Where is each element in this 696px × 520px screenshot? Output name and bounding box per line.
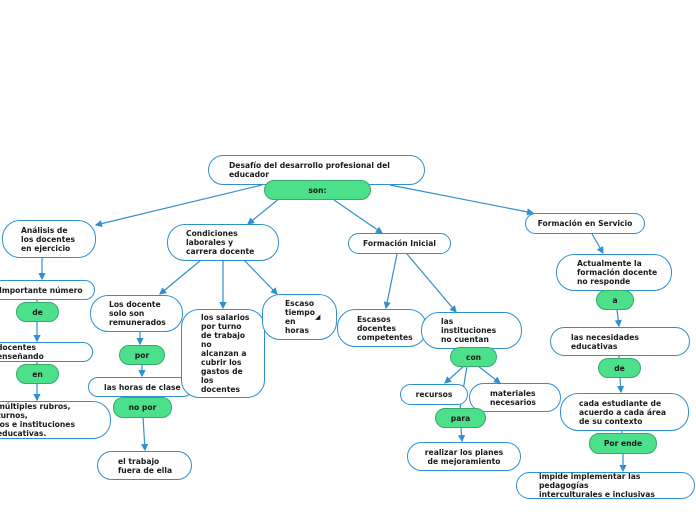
connector-para[interactable]: para (435, 408, 486, 428)
edge (389, 184, 535, 216)
docente-remunerados-node[interactable]: Los docente solo son remunerados (90, 295, 183, 332)
edge (94, 184, 263, 228)
horas-clase-node[interactable]: las horas de clase (88, 377, 193, 397)
actualmente-formacion-node[interactable]: Actualmente la formación docente no resp… (556, 254, 672, 291)
salarios-turno-node[interactable]: los salarios por turno de trabajo no alc… (181, 309, 265, 398)
connector-de[interactable]: de (16, 302, 59, 322)
materiales-necesarios-node[interactable]: materiales necesarios (469, 383, 561, 412)
edge (406, 253, 457, 313)
docentes-ensenando-node[interactable]: docentes enseñando (0, 342, 93, 362)
escaso-tiempo-label: Escaso tiempo en horas (285, 299, 315, 335)
connector-en[interactable]: en (16, 364, 59, 384)
cada-estudiante-node[interactable]: cada estudiante de acuerdo a cada área d… (560, 393, 689, 431)
edge (477, 365, 501, 384)
multiples-rubros-node[interactable]: múltiples rubros, turnos, los e instituc… (0, 401, 111, 439)
collapse-marker-icon[interactable]: ◢ (314, 312, 321, 321)
recursos-node[interactable]: recursos (400, 384, 468, 405)
connector-a[interactable]: a (596, 290, 634, 310)
connector-de-2[interactable]: de (598, 358, 641, 378)
analisis-docentes-node[interactable]: Análisis de los docentes en ejercicio (2, 220, 96, 258)
formacion-servicio-node[interactable]: Formación en Servicio (525, 213, 645, 234)
connector-con[interactable]: con (450, 347, 497, 367)
escaso-tiempo-node[interactable]: Escaso tiempo en horas◢ (262, 294, 337, 340)
formacion-inicial-node[interactable]: Formación Inicial (348, 233, 451, 254)
instituciones-no-cuentan-node[interactable]: las instituciones no cuentan (421, 312, 522, 349)
edge (247, 197, 281, 225)
edge (591, 233, 604, 255)
edge (444, 365, 465, 384)
edge (159, 259, 202, 295)
importante-numero-node[interactable]: Importante número (0, 280, 95, 300)
edge (457, 427, 466, 443)
planes-mejoramiento-node[interactable]: realizar los planes de mejoramiento (407, 442, 521, 471)
impide-implementar-node[interactable]: impide implementar las pedagogías interc… (516, 472, 695, 499)
trabajo-fuera-node[interactable]: el trabajo fuera de ella (97, 451, 192, 480)
condiciones-laborales-node[interactable]: Condiciones laborales y carrera docente (167, 224, 279, 261)
necesidades-educativas-node[interactable]: las necesidades educativas (550, 327, 690, 356)
edge (243, 259, 278, 295)
edge (383, 253, 398, 310)
edge (333, 199, 383, 234)
edge (616, 377, 625, 394)
connector-por-ende[interactable]: Por ende (589, 433, 657, 454)
connector-no-por[interactable]: no por (113, 397, 172, 418)
escasos-docentes-node[interactable]: Escasos docentes competentes (337, 309, 427, 347)
edge (614, 309, 622, 328)
edge (141, 416, 149, 452)
root-connector-son[interactable]: son: (264, 180, 371, 200)
connector-por[interactable]: por (119, 345, 165, 365)
